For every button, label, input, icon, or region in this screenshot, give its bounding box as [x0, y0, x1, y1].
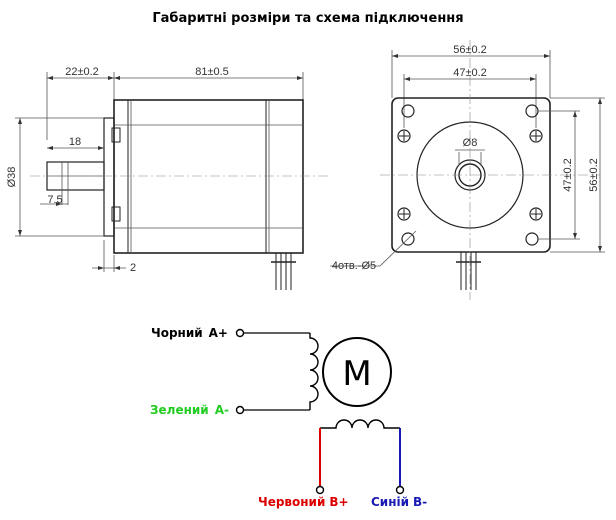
dim-shaft-length: 18 — [69, 136, 81, 148]
screw-icon — [397, 129, 411, 143]
page-title: Габаритні розміри та схема підключення — [152, 11, 463, 26]
dim-shaft-flat: 7.5 — [47, 194, 62, 206]
mounting-hole — [401, 104, 415, 118]
motor-body-side — [113, 99, 304, 254]
dim-holes: 4отв.-Ø5 — [332, 260, 376, 272]
mounting-hole — [525, 232, 539, 246]
screw-icon — [529, 207, 543, 221]
dim-hole-spacing-v: 47±0.2 — [562, 158, 574, 192]
dim-body-length: 81±0.5 — [195, 66, 229, 78]
terminal-b-plus — [315, 485, 325, 495]
terminal-a-plus — [235, 328, 245, 338]
motor-letter: M — [342, 354, 371, 394]
coil-a — [309, 333, 319, 410]
coil-b — [320, 419, 400, 429]
screw-icon — [529, 129, 543, 143]
dim-outer-height: 56±0.2 — [588, 158, 600, 192]
screw-icon — [397, 207, 411, 221]
side-view: 22±0.2 81±0.5 Ø38 18 — [6, 66, 330, 290]
dim-pilot-diameter: Ø38 — [6, 167, 18, 188]
dim-pilot-depth: 2 — [130, 262, 136, 274]
front-view: 56±0.2 47±0.2 Ø8 — [330, 40, 605, 300]
dim-flange-length: 22±0.2 — [65, 66, 99, 78]
motor-symbol — [322, 337, 392, 407]
terminal-a-minus — [235, 405, 245, 415]
terminal-b-minus — [395, 485, 405, 495]
mounting-hole — [401, 232, 415, 246]
